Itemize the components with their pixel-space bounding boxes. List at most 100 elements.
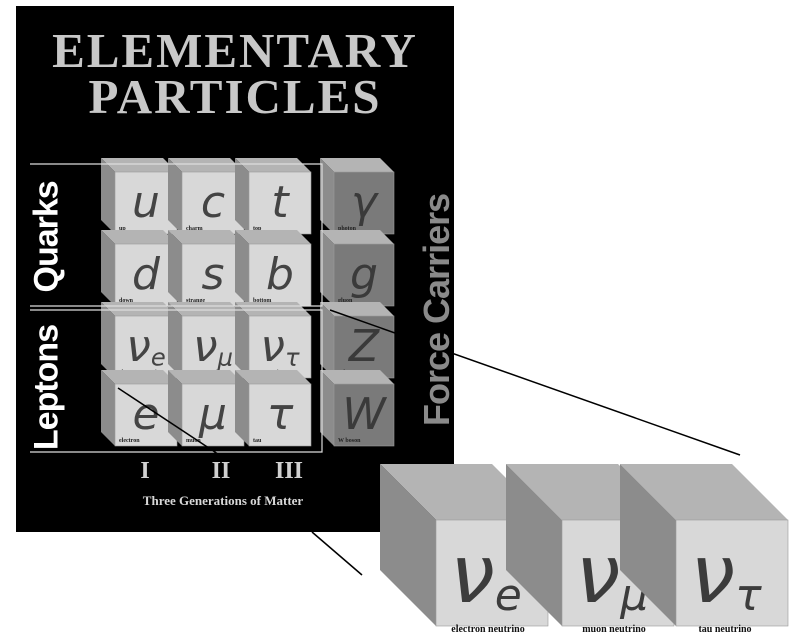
symbol-bottom: b bbox=[266, 249, 294, 300]
particle-cube-muon-neutrino: νμmuon neutrino bbox=[168, 302, 245, 379]
symbol-electron: e bbox=[132, 389, 159, 440]
quarks-bracket bbox=[30, 163, 323, 307]
cube-face bbox=[675, 519, 789, 627]
symbol-up: u bbox=[132, 177, 160, 228]
cube-side bbox=[235, 370, 249, 446]
inset-symbol-tau-neutrino-subscript: τ bbox=[735, 570, 762, 621]
particle-cube-up: uup bbox=[101, 158, 178, 235]
particle-cube-tau-neutrino: ντtau neutrino bbox=[235, 302, 312, 379]
symbol-muon: μ bbox=[198, 389, 227, 440]
cube-top bbox=[101, 230, 177, 244]
symbol-strange: s bbox=[202, 249, 225, 300]
cube-side bbox=[320, 230, 334, 306]
cube-side bbox=[168, 302, 182, 378]
force-carriers-label: Force Carriers bbox=[416, 193, 457, 426]
cube-side bbox=[320, 158, 334, 234]
cube-top bbox=[235, 158, 311, 172]
cube-face bbox=[181, 243, 245, 307]
leptons-label: Leptons bbox=[27, 324, 66, 451]
cube-side bbox=[320, 370, 334, 446]
zoom-line-inner bbox=[117, 387, 231, 463]
cube-face bbox=[333, 171, 395, 235]
quarks-label: Quarks bbox=[27, 181, 66, 293]
cube-side bbox=[168, 158, 182, 234]
symbol-muon-neutrino-subscript: μ bbox=[217, 343, 233, 371]
cube-side bbox=[506, 464, 562, 626]
symbol-photon: γ bbox=[351, 177, 379, 228]
zoom-line-top bbox=[329, 309, 741, 456]
name-photon: photon bbox=[338, 226, 357, 232]
cube-face bbox=[333, 315, 395, 379]
cube-face bbox=[248, 243, 312, 307]
symbol-Z-boson: Z bbox=[348, 321, 380, 372]
particle-cube-electron-neutrino: νeelectron neutrino bbox=[101, 302, 178, 379]
name-strange: strange bbox=[186, 298, 205, 304]
cube-top bbox=[168, 370, 244, 384]
symbol-gluon: g bbox=[350, 249, 378, 300]
name-gluon: gluon bbox=[338, 298, 353, 304]
generation-2-label: II bbox=[211, 458, 231, 484]
cube-top bbox=[168, 230, 244, 244]
cube-face bbox=[114, 171, 178, 235]
name-tau: tau bbox=[253, 438, 262, 444]
cube-side bbox=[235, 302, 249, 378]
cube-face bbox=[114, 243, 178, 307]
cube-side bbox=[101, 302, 115, 378]
cube-top bbox=[101, 370, 177, 384]
cube-face bbox=[114, 383, 178, 447]
symbol-W-boson: W bbox=[342, 389, 387, 440]
inset-label-muon-neutrino: muon neutrino bbox=[582, 624, 646, 635]
symbol-electron-neutrino-subscript: e bbox=[151, 343, 166, 371]
generation-3-label: III bbox=[274, 458, 304, 484]
cube-side bbox=[168, 370, 182, 446]
cube-side bbox=[320, 302, 334, 378]
cube-side bbox=[235, 230, 249, 306]
inset-label-electron-neutrino: electron neutrino bbox=[451, 624, 525, 635]
leptons-bracket bbox=[30, 309, 323, 453]
carrier-cube-Z-boson: ZZ boson bbox=[320, 302, 395, 379]
name-electron: electron bbox=[119, 438, 140, 444]
cube-face bbox=[114, 315, 178, 379]
name-W-boson: W boson bbox=[338, 438, 361, 444]
symbol-tau: τ bbox=[267, 389, 294, 440]
name-up: up bbox=[119, 226, 126, 232]
name-bottom: bottom bbox=[253, 298, 271, 304]
cube-top bbox=[101, 158, 177, 172]
cube-top bbox=[235, 370, 311, 384]
symbol-charm: c bbox=[201, 177, 225, 228]
cube-face bbox=[248, 383, 312, 447]
title-line-1: ELEMENTARY bbox=[52, 23, 418, 78]
symbol-tau-neutrino-subscript: τ bbox=[285, 343, 300, 371]
cube-side bbox=[101, 370, 115, 446]
generation-1-label: I bbox=[140, 458, 150, 484]
cube-face bbox=[248, 315, 312, 379]
cube-face bbox=[248, 171, 312, 235]
inset-label-tau-neutrino: tau neutrino bbox=[698, 624, 752, 635]
cube-side bbox=[380, 464, 436, 626]
cube-top bbox=[168, 158, 244, 172]
symbol-top: t bbox=[271, 177, 290, 228]
zoom-line-bottom bbox=[311, 531, 363, 576]
cube-top bbox=[320, 158, 394, 172]
cube-top bbox=[320, 370, 394, 384]
name-down: down bbox=[119, 298, 134, 304]
cube-top bbox=[235, 230, 311, 244]
inset-cube-tau-neutrino: ντ bbox=[620, 464, 789, 627]
cube-top bbox=[320, 230, 394, 244]
cube-face bbox=[181, 315, 245, 379]
cube-face bbox=[333, 383, 395, 447]
name-muon: muon bbox=[186, 438, 201, 444]
symbol-down: d bbox=[132, 249, 161, 300]
cube-side bbox=[235, 158, 249, 234]
title-line-2: PARTICLES bbox=[88, 69, 382, 124]
cube-side bbox=[101, 230, 115, 306]
cube-side bbox=[101, 158, 115, 234]
